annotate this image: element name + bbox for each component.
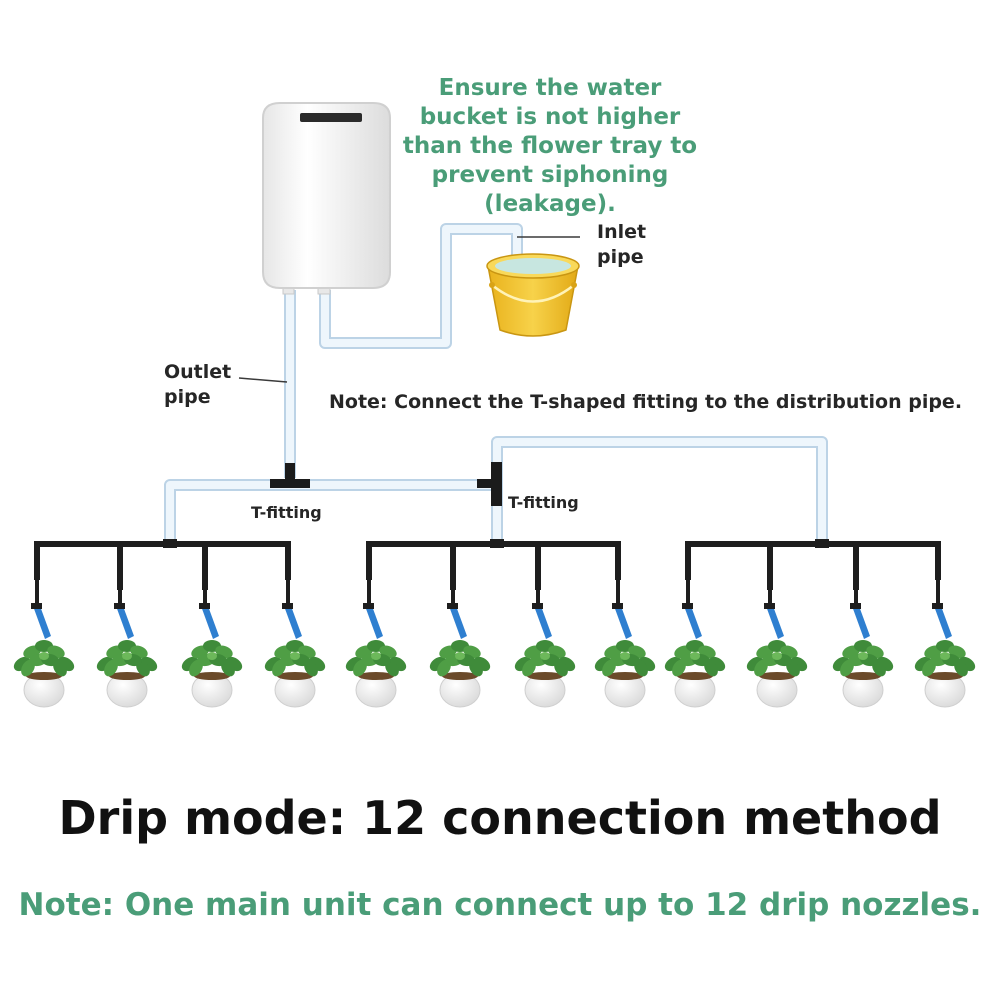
warning-line: prevent siphoning [431, 162, 669, 188]
label-leaders [238, 236, 580, 383]
potted-plant-icon [832, 640, 894, 708]
potted-plant-icon [345, 640, 407, 708]
warning-line: than the flower tray to [402, 133, 698, 159]
drip-nozzle-icon [764, 603, 784, 639]
distribution-pipes [34, 539, 941, 606]
t-fitting-1-icon [270, 479, 310, 488]
potted-plant-icon [594, 640, 656, 708]
potted-plant-icon [429, 640, 491, 708]
inlet-pipe-label: Inlet pipe [597, 220, 646, 270]
warning-line: Ensure the water [438, 75, 662, 101]
t-fitting-note: Note: Connect the T-shaped fitting to th… [329, 391, 963, 413]
water-tank-icon [262, 102, 391, 295]
page-title: Drip mode: 12 connection method [58, 791, 942, 845]
bucket-icon [486, 253, 580, 337]
drip-nozzle-icon [932, 603, 952, 639]
main-line [166, 481, 497, 543]
drip-nozzle-icon [447, 603, 467, 639]
inlet-pipe-label-line: pipe [597, 246, 644, 268]
potted-plants [13, 640, 976, 708]
drip-nozzle-icon [682, 603, 702, 639]
siphon-warning: Ensure the water bucket is not higher th… [380, 74, 720, 219]
distribution-pipe-3 [685, 541, 941, 580]
potted-plant-icon [96, 640, 158, 708]
potted-plant-icon [664, 640, 726, 708]
warning-line: (leakage). [484, 191, 616, 217]
distribution-pipe-2 [366, 541, 621, 580]
drip-nozzle-icon [282, 603, 302, 639]
outlet-pipe-label-line: pipe [164, 386, 211, 408]
main-line-outline [164, 479, 497, 543]
drip-nozzle-icon [114, 603, 134, 639]
inlet-pipe-label-line: Inlet [597, 221, 647, 243]
potted-plant-icon [13, 640, 75, 708]
distribution-pipe-1 [34, 541, 291, 580]
t-fitting-label-1: T-fitting [251, 503, 322, 522]
outlet-leader [238, 377, 288, 383]
potted-plant-icon [746, 640, 808, 708]
drip-nozzle-icon [532, 603, 552, 639]
inlet-tube [321, 225, 521, 347]
outlet-pipe-label: Outlet pipe [164, 360, 231, 410]
drip-nozzle-icon [363, 603, 383, 639]
outlet-pipe-label-line: Outlet [164, 361, 232, 383]
drip-nozzle-icon [31, 603, 51, 639]
drip-nozzle-icon [850, 603, 870, 639]
potted-plant-icon [181, 640, 243, 708]
potted-plant-icon [264, 640, 326, 708]
t-fitting-label-2: T-fitting [508, 493, 579, 512]
drip-nozzle-icon [612, 603, 632, 639]
potted-plant-icon [514, 640, 576, 708]
t-fittings [270, 462, 502, 506]
capacity-note: Note: One main unit can connect up to 12… [18, 887, 982, 923]
warning-line: bucket is not higher [419, 104, 681, 130]
potted-plant-icon [914, 640, 976, 708]
drip-nozzle-icon [199, 603, 219, 639]
drip-nozzles [31, 603, 952, 639]
